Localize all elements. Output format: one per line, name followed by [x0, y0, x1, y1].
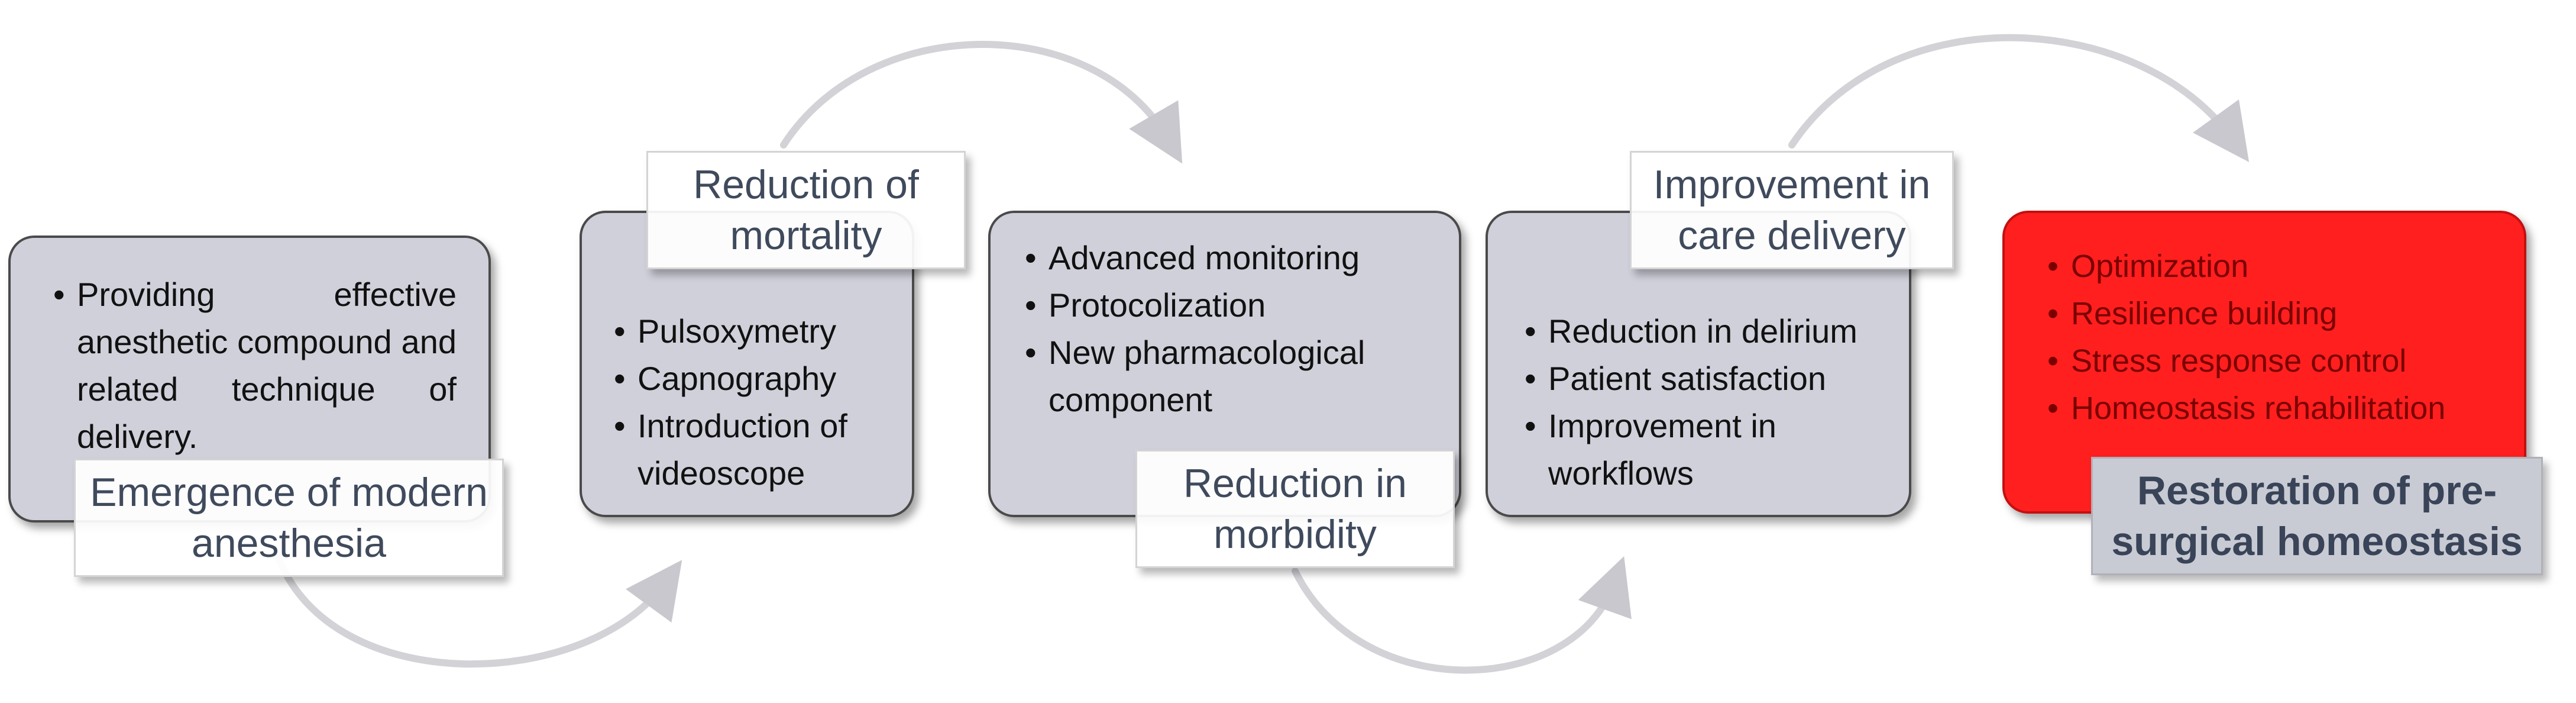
stage-3-label: Reduction in morbidity	[1135, 450, 1455, 568]
arrow-2-to-3	[780, 41, 1183, 164]
stage-4-bullet: Reduction in delirium	[1523, 308, 1885, 355]
stage-1-bullet: Providing effective anesthetic compound …	[52, 271, 457, 460]
stage-2-label: Reduction of mortality	[646, 151, 966, 269]
stage-4-label: Improvement in care delivery	[1630, 151, 1954, 269]
stage-1-label: Emergence of modern anesthesia	[74, 459, 504, 577]
stage-3-bullet: Protocolization	[1024, 282, 1435, 329]
stage-2-bullet: Introduction of videoscope	[613, 402, 888, 497]
arrow-3-to-4	[1292, 556, 1632, 674]
stage-4-bullets: Reduction in delirium Patient satisfacti…	[1523, 308, 1885, 497]
stage-2-bullet: Capnography	[613, 355, 888, 402]
stage-3-bullets: Advanced monitoring Protocolization New …	[1024, 234, 1435, 424]
stage-4-bullet: Patient satisfaction	[1523, 355, 1885, 402]
stage-3-bullet: New pharmacological component	[1024, 329, 1435, 424]
arrow-4-to-5	[1788, 34, 2250, 162]
stage-5-bullet: Resilience building	[2046, 290, 2500, 337]
stage-4-bullet: Improvement in workflows	[1523, 402, 1885, 497]
arrow-1-to-2	[274, 553, 682, 668]
stage-3-bullet: Advanced monitoring	[1024, 234, 1435, 282]
stage-5-bullet: Optimization	[2046, 243, 2500, 290]
stage-2-bullets: Pulsoxymetry Capnography Introduction of…	[613, 308, 888, 497]
stage-5-bullets: Optimization Resilience building Stress …	[2046, 243, 2500, 432]
stage-5-bullet: Stress response control	[2046, 337, 2500, 385]
stage-5-label: Restoration of pre-surgical homeostasis	[2091, 457, 2543, 575]
stage-5-bullet: Homeostasis rehabilitation	[2046, 385, 2500, 432]
stage-2-bullet: Pulsoxymetry	[613, 308, 888, 355]
stage-1-bullets: Providing effective anesthetic compound …	[52, 271, 457, 460]
stage-1-card: Providing effective anesthetic compound …	[8, 236, 491, 523]
